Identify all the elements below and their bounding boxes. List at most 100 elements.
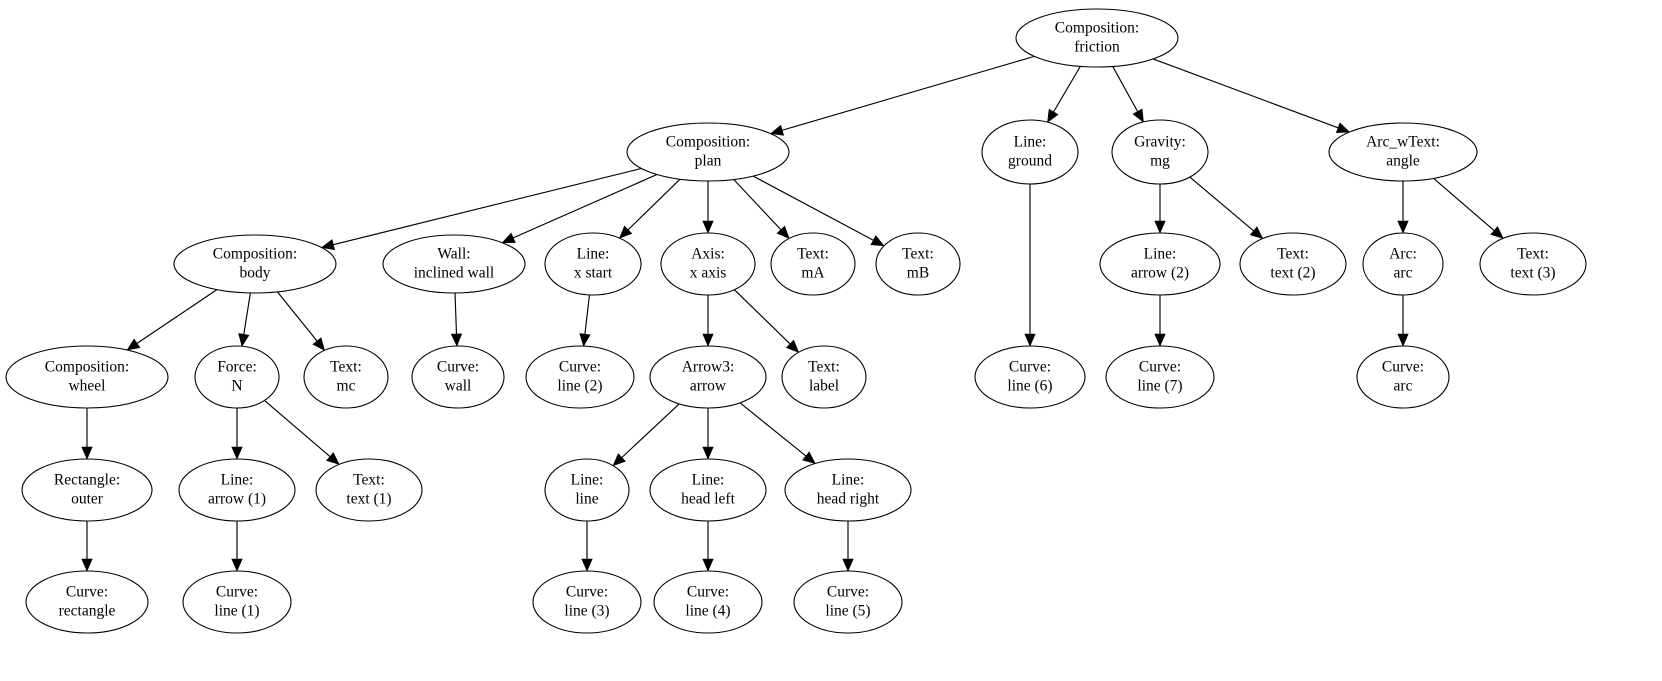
node-text-text-2-[interactable]: Text:text (2)	[1239, 232, 1347, 296]
node-curve-line-7-[interactable]: Curve:line (7)	[1105, 345, 1215, 409]
node-type-label-curve-line-3-: Curve:	[566, 584, 608, 601]
node-ellipse-curve-rectangle[interactable]	[25, 570, 149, 634]
node-ellipse-line-head-left[interactable]	[649, 458, 767, 522]
node-line-arrow-1-[interactable]: Line:arrow (1)	[178, 458, 296, 522]
node-ellipse-axis-x-axis[interactable]	[660, 232, 756, 296]
node-composition-friction[interactable]: Composition:friction	[1015, 8, 1179, 68]
arrowhead-icon	[126, 338, 141, 351]
node-arc-wtext-angle[interactable]: Arc_wText:angle	[1328, 122, 1478, 182]
node-ellipse-arc-wtext-angle[interactable]	[1328, 122, 1478, 182]
edge-inclined-wall-to-wall	[454, 292, 458, 335]
node-name-label-force-n: N	[231, 378, 242, 395]
arrowhead-icon	[702, 558, 714, 572]
node-curve-line-5-[interactable]: Curve:line (5)	[793, 570, 903, 634]
node-ellipse-curve-line-4-[interactable]	[653, 570, 763, 634]
node-text-text-3-[interactable]: Text:text (3)	[1479, 232, 1587, 296]
node-text-mc[interactable]: Text:mc	[303, 345, 389, 409]
node-ellipse-curve-line-3-[interactable]	[532, 570, 642, 634]
node-type-label-arc-arc: Arc:	[1389, 246, 1417, 263]
node-ellipse-curve-line-2-[interactable]	[525, 345, 635, 409]
node-line-line[interactable]: Line:line	[544, 458, 630, 522]
node-arrow3-arrow[interactable]: Arrow3:arrow	[649, 345, 767, 409]
node-ellipse-curve-arc[interactable]	[1356, 345, 1450, 409]
node-ellipse-gravity-mg[interactable]	[1111, 119, 1209, 185]
node-ellipse-text-ma[interactable]	[770, 232, 856, 296]
node-ellipse-line-ground[interactable]	[981, 119, 1079, 185]
node-ellipse-composition-friction[interactable]	[1015, 8, 1179, 68]
node-text-label[interactable]: Text:label	[781, 345, 867, 409]
node-name-label-rectangle-outer: outer	[71, 491, 104, 508]
node-curve-arc[interactable]: Curve:arc	[1356, 345, 1450, 409]
node-line-head-left[interactable]: Line:head left	[649, 458, 767, 522]
edge-body-to-wheel	[136, 289, 218, 344]
node-composition-wheel[interactable]: Composition:wheel	[5, 345, 169, 409]
node-ellipse-text-text-1-[interactable]	[315, 458, 423, 522]
node-axis-x-axis[interactable]: Axis:x axis	[660, 232, 756, 296]
node-ellipse-text-text-3-[interactable]	[1479, 232, 1587, 296]
node-ellipse-text-label[interactable]	[781, 345, 867, 409]
node-curve-line-2-[interactable]: Curve:line (2)	[525, 345, 635, 409]
node-type-label-curve-line-4-: Curve:	[687, 584, 729, 601]
node-ellipse-composition-plan[interactable]	[626, 122, 790, 182]
node-ellipse-line-head-right[interactable]	[784, 458, 912, 522]
node-gravity-mg[interactable]: Gravity:mg	[1111, 119, 1209, 185]
arrowhead-icon	[581, 558, 593, 572]
node-curve-line-4-[interactable]: Curve:line (4)	[653, 570, 763, 634]
node-ellipse-curve-line-6-[interactable]	[974, 345, 1086, 409]
arrowhead-icon	[618, 225, 633, 239]
node-curve-line-3-[interactable]: Curve:line (3)	[532, 570, 642, 634]
node-rectangle-outer[interactable]: Rectangle:outer	[21, 458, 153, 522]
node-ellipse-line-line[interactable]	[544, 458, 630, 522]
node-ellipse-wall-inclined-wall[interactable]	[382, 234, 526, 294]
node-ellipse-line-arrow-2-[interactable]	[1099, 232, 1221, 296]
node-ellipse-line-x-start[interactable]	[544, 232, 642, 296]
node-name-label-text-mc: mc	[337, 378, 356, 395]
node-curve-line-6-[interactable]: Curve:line (6)	[974, 345, 1086, 409]
edge-n-to-text-1-	[264, 400, 331, 458]
node-name-label-text-text-1-: text (1)	[346, 491, 391, 508]
node-type-label-text-mb: Text:	[902, 246, 934, 263]
node-line-arrow-2-[interactable]: Line:arrow (2)	[1099, 232, 1221, 296]
node-ellipse-text-mc[interactable]	[303, 345, 389, 409]
node-composition-body[interactable]: Composition:body	[173, 234, 337, 294]
node-wall-inclined-wall[interactable]: Wall:inclined wall	[382, 234, 526, 294]
node-curve-wall[interactable]: Curve:wall	[411, 345, 505, 409]
arrowhead-icon	[1047, 108, 1059, 123]
arrowhead-icon	[450, 333, 463, 347]
arrowhead-icon	[1397, 333, 1409, 347]
node-ellipse-curve-line-5-[interactable]	[793, 570, 903, 634]
arrowhead-icon	[231, 446, 243, 460]
node-ellipse-composition-body[interactable]	[173, 234, 337, 294]
node-text-ma[interactable]: Text:mA	[770, 232, 856, 296]
node-ellipse-composition-wheel[interactable]	[5, 345, 169, 409]
node-type-label-line-head-right: Line:	[832, 472, 865, 489]
node-ellipse-curve-line-7-[interactable]	[1105, 345, 1215, 409]
node-name-label-arc-wtext-angle: angle	[1386, 153, 1420, 170]
node-ellipse-arc-arc[interactable]	[1362, 232, 1444, 296]
node-text-mb[interactable]: Text:mB	[875, 232, 961, 296]
node-ellipse-curve-wall[interactable]	[411, 345, 505, 409]
node-ellipse-text-text-2-[interactable]	[1239, 232, 1347, 296]
node-ellipse-arrow3-arrow[interactable]	[649, 345, 767, 409]
node-composition-plan[interactable]: Composition:plan	[626, 122, 790, 182]
node-text-text-1-[interactable]: Text:text (1)	[315, 458, 423, 522]
node-ellipse-force-n[interactable]	[194, 345, 280, 409]
edge-angle-to-text-3-	[1433, 177, 1495, 231]
arrowhead-icon	[579, 333, 591, 347]
node-line-head-right[interactable]: Line:head right	[784, 458, 912, 522]
node-ellipse-curve-line-1-[interactable]	[182, 570, 292, 634]
node-ellipse-line-arrow-1-[interactable]	[178, 458, 296, 522]
node-line-x-start[interactable]: Line:x start	[544, 232, 642, 296]
node-name-label-curve-line-5-: line (5)	[825, 603, 870, 620]
node-curve-line-1-[interactable]: Curve:line (1)	[182, 570, 292, 634]
node-ellipse-text-mb[interactable]	[875, 232, 961, 296]
node-type-label-curve-arc: Curve:	[1382, 359, 1424, 376]
node-line-ground[interactable]: Line:ground	[981, 119, 1079, 185]
node-arc-arc[interactable]: Arc:arc	[1362, 232, 1444, 296]
node-force-n[interactable]: Force:N	[194, 345, 280, 409]
arrowhead-icon	[231, 558, 243, 572]
node-ellipse-rectangle-outer[interactable]	[21, 458, 153, 522]
node-name-label-curve-line-1-: line (1)	[214, 603, 259, 620]
node-curve-rectangle[interactable]: Curve:rectangle	[25, 570, 149, 634]
node-name-label-line-arrow-1-: arrow (1)	[208, 491, 266, 508]
